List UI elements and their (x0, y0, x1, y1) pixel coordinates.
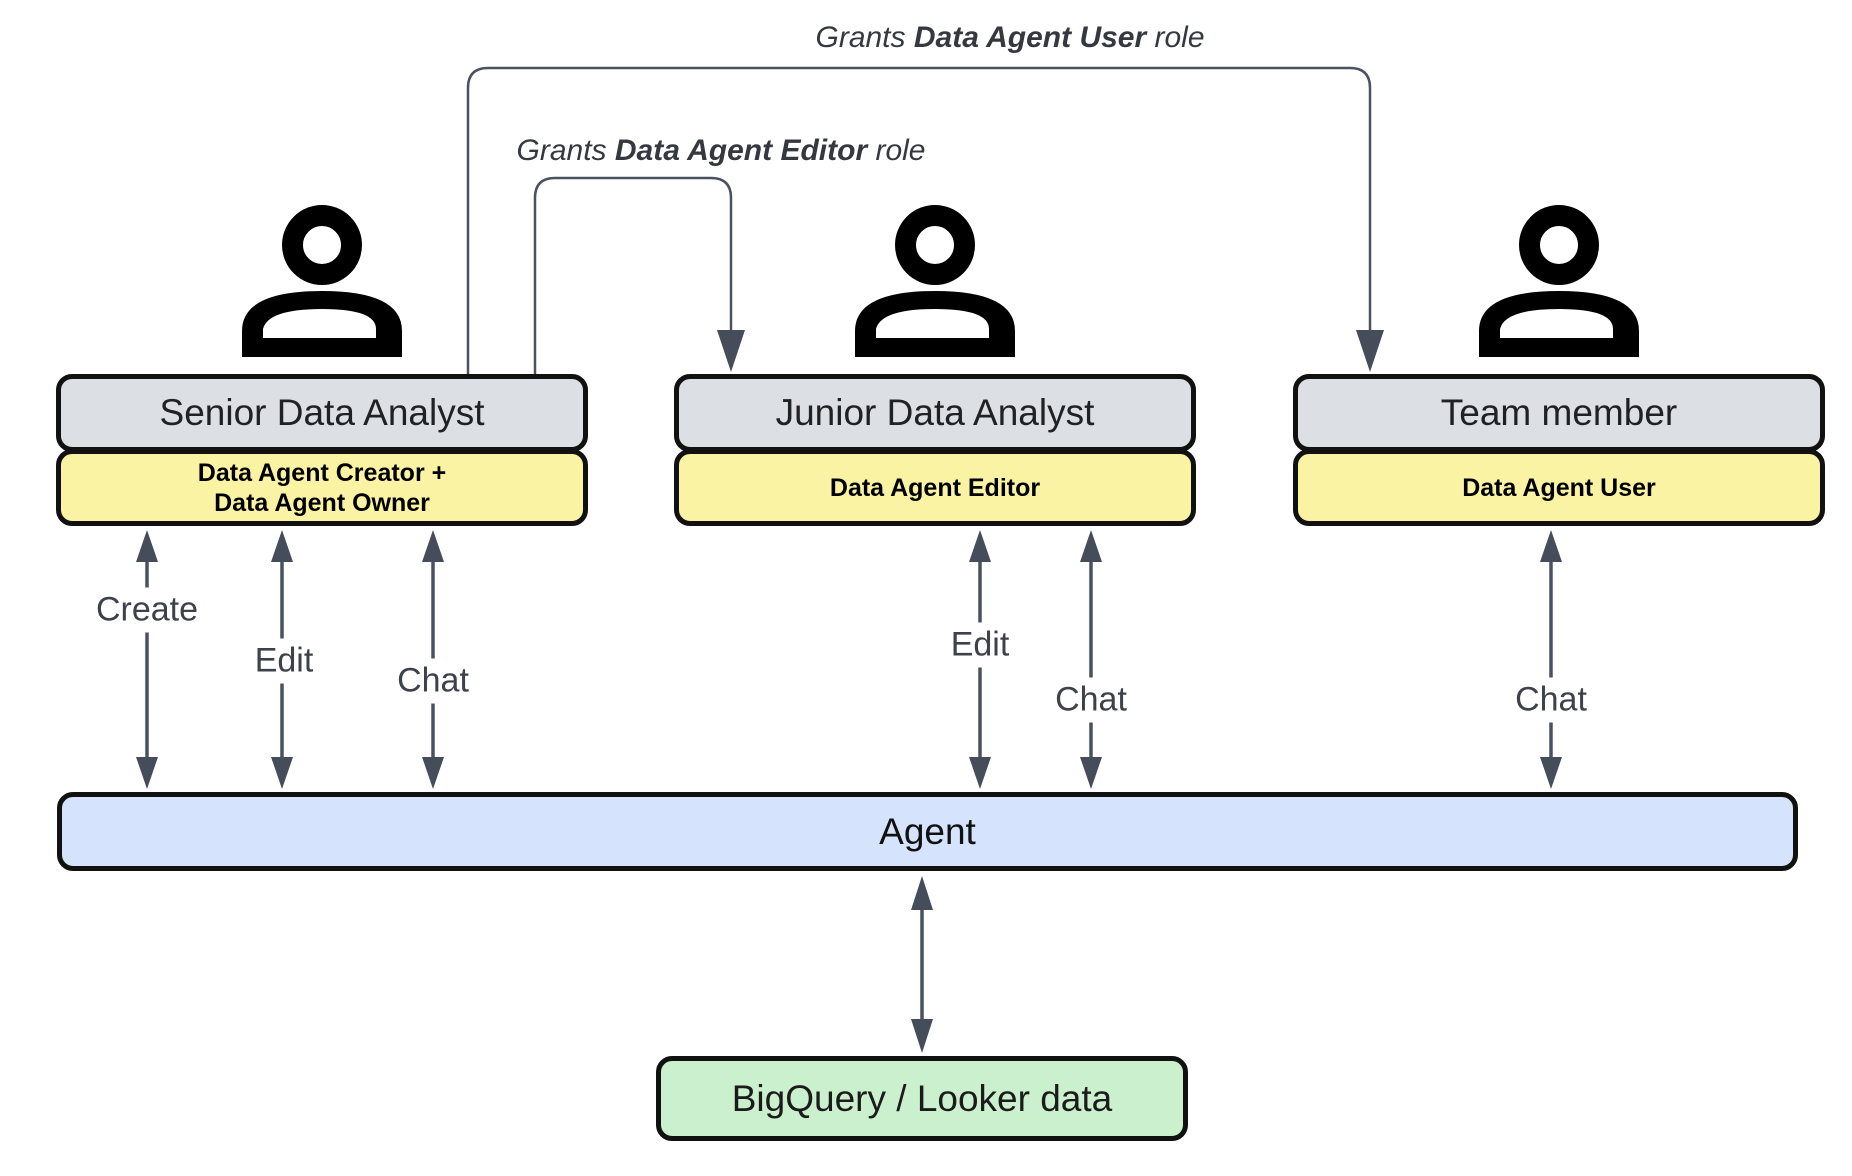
grant-editor-label: Grants Data Agent Editor role (517, 134, 926, 168)
grant-editor-suffix: role (867, 134, 926, 167)
role-line: Data Agent Creator + (197, 458, 447, 487)
actor-card-team-member: Team member Data Agent User (1293, 374, 1825, 526)
create-label: Create (87, 587, 207, 633)
create-arrow-senior (136, 530, 158, 789)
role-badge: Data Agent Editor (674, 449, 1196, 526)
agent-datasource-arrow (911, 876, 933, 1053)
person-icon (1479, 205, 1639, 363)
grant-user-label: Grants Data Agent User role (815, 21, 1204, 55)
role-line: Data Agent User (1462, 473, 1656, 502)
actor-title-text: Senior Data Analyst (159, 392, 485, 433)
grant-editor-role: Data Agent Editor (614, 134, 868, 167)
actor-card-junior-data-analyst: Junior Data Analyst Data Agent Editor (674, 374, 1196, 526)
actor-title-text: Team member (1440, 392, 1678, 433)
grant-user-connector (466, 66, 1384, 374)
role-badge: Data Agent Creator + Data Agent Owner (56, 449, 588, 526)
grant-user-prefix: Grants (815, 21, 914, 54)
chat-arrow-junior (1080, 530, 1102, 789)
edit-label-senior: Edit (246, 638, 322, 684)
person-icon (855, 205, 1015, 363)
arrowhead-icon (717, 330, 745, 372)
role-line: Data Agent Editor (829, 473, 1041, 502)
chat-label-senior: Chat (389, 658, 477, 704)
actor-title: Senior Data Analyst (56, 374, 588, 452)
grant-user-suffix: role (1146, 21, 1205, 54)
grant-user-role: Data Agent User (913, 21, 1147, 54)
edit-label-junior: Edit (942, 622, 1018, 668)
datasource-label: BigQuery / Looker data (731, 1077, 1113, 1119)
grant-editor-connector (533, 176, 745, 374)
chat-arrow-team (1540, 530, 1562, 789)
agent-bar: Agent (57, 792, 1798, 871)
chat-label-team: Chat (1507, 677, 1595, 723)
actor-title: Team member (1293, 374, 1825, 452)
actor-title: Junior Data Analyst (674, 374, 1196, 452)
role-line: Data Agent Owner (214, 488, 430, 517)
arrowhead-icon (1356, 330, 1384, 372)
actor-title-text: Junior Data Analyst (775, 392, 1095, 433)
agent-label: Agent (879, 810, 976, 852)
actor-card-senior-data-analyst: Senior Data Analyst Data Agent Creator +… (56, 374, 588, 526)
person-icon (242, 205, 402, 363)
role-badge: Data Agent User (1293, 449, 1825, 526)
datasource-box: BigQuery / Looker data (656, 1056, 1188, 1141)
chat-label-junior: Chat (1047, 677, 1135, 723)
grant-editor-prefix: Grants (516, 134, 615, 167)
